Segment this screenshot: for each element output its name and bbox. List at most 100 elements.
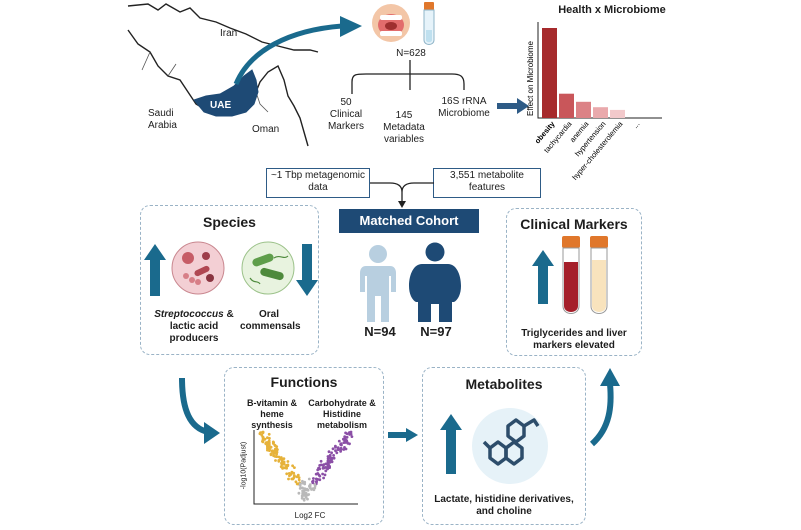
volcano-point (280, 463, 284, 466)
sampling-item-clinical: 50 Clinical Markers (327, 97, 365, 132)
volcano-point (300, 494, 304, 498)
metabolites-label: Lactate, histidine derivatives, and chol… (434, 494, 574, 517)
volcano-point (268, 448, 271, 452)
volcano-point (344, 431, 347, 435)
volcano-point (289, 473, 293, 476)
obese-count: N=97 (420, 324, 452, 339)
volcano-point (330, 458, 333, 462)
sampling-item-16s: 16S rRNA Microbiome (438, 96, 490, 119)
clinical-markers-title: Clinical Markers (520, 216, 628, 232)
down-arrow-icon (296, 244, 318, 296)
volcano-point (292, 471, 296, 475)
volcano-point (291, 464, 294, 468)
volcano-point (318, 474, 322, 478)
volcano-point (348, 433, 351, 436)
volcano-point (316, 472, 320, 476)
volcano-point (293, 466, 296, 469)
volcano-point (321, 464, 325, 468)
map-label-saudi-2: Arabia (148, 120, 177, 131)
volcano-point (348, 442, 351, 446)
metabolites-to-clinical-arrow (589, 368, 620, 447)
blood-tube-icon (562, 236, 580, 314)
up-arrow-icon-metabolites (440, 414, 462, 474)
volcano-point (263, 437, 267, 441)
map-to-sample-arrow (233, 16, 362, 86)
map-uae-region (193, 69, 259, 117)
volcano-point (307, 477, 311, 481)
volcano-point (324, 469, 328, 473)
volcano-point (306, 497, 309, 501)
volcano-point (321, 472, 324, 476)
map-coastline-iran (127, 3, 319, 53)
volcano-point (281, 457, 284, 461)
health-bar-2 (576, 101, 591, 118)
volcano-xlabel: Log2 FC (294, 511, 326, 520)
volcano-point (322, 466, 326, 470)
volcano-point (314, 477, 318, 481)
sampling-bracket (351, 60, 465, 94)
volcano-point (324, 462, 328, 466)
volcano-point (315, 480, 318, 483)
map-label-uae: UAE (210, 100, 231, 111)
volcano-point (342, 448, 346, 451)
species-to-functions-arrow (179, 377, 220, 444)
volcano-point (281, 460, 284, 464)
functions-right-label: Carbohydrate & Histidine metabolism (308, 398, 376, 430)
volcano-point (296, 482, 299, 486)
up-arrow-icon-clinical (532, 250, 554, 304)
volcano-point (340, 443, 343, 447)
up-arrow-icon (144, 244, 166, 296)
volcano-point (350, 435, 354, 438)
functions-left-label: B-vitamin & heme synthesis (246, 398, 297, 430)
volcano-plot (253, 430, 358, 505)
volcano-ylabel: -log10(Padjust) (240, 441, 248, 490)
health-chart-title: Health x Microbiome (558, 4, 666, 16)
matched-cohort-banner: Matched Cohort (339, 209, 479, 233)
volcano-point (269, 452, 273, 456)
volcano-point (302, 491, 306, 495)
metabolite-features-box: 3,551 metabolite features (433, 168, 541, 198)
health-bar-0 (542, 28, 557, 118)
volcano-point (264, 442, 268, 445)
volcano-point (332, 456, 336, 460)
volcano-point (312, 488, 316, 492)
volcano-point (326, 459, 330, 463)
volcano-point (273, 443, 277, 447)
volcano-point (335, 451, 339, 455)
volcano-point (330, 451, 333, 455)
metabolites-title: Metabolites (465, 376, 543, 392)
volcano-point (336, 446, 340, 450)
molecule-icon (472, 408, 548, 484)
health-bar-3 (593, 107, 608, 118)
uae-map: Iran Saudi Arabia UAE Oman (127, 3, 319, 147)
volcano-point (279, 465, 283, 469)
lean-person-icon (360, 245, 396, 322)
sample-count: N=628 (396, 48, 426, 59)
volcano-point (304, 493, 308, 497)
swab-tube-icon (423, 2, 435, 45)
obese-person-icon (409, 242, 461, 322)
lean-count: N=94 (364, 324, 396, 339)
volcano-point (318, 467, 322, 471)
mouth-icon (372, 4, 410, 42)
volcano-point (261, 430, 265, 434)
map-border-lines (141, 51, 269, 113)
species-up-italic: Streptococcus (154, 309, 224, 320)
volcano-point (282, 466, 286, 470)
functions-to-metabolites-arrow (388, 428, 418, 442)
health-tick-5: ... (631, 120, 642, 131)
health-chart-ylabel: Effect on Microbiome (526, 40, 535, 116)
volcano-point (311, 480, 314, 483)
volcano-point (319, 459, 323, 463)
volcano-point (326, 466, 329, 470)
volcano-point (275, 455, 279, 458)
volcano-point (292, 475, 296, 479)
volcano-point (295, 475, 299, 479)
volcano-point (344, 436, 347, 439)
volcano-point (326, 464, 330, 468)
volcano-point (286, 460, 290, 463)
clinical-markers-label: Triglycerides and liver markers elevated (521, 328, 627, 351)
health-chart: Effect on Microbiomeobesitytachycardiaan… (526, 22, 662, 182)
volcano-point (297, 476, 301, 479)
serum-tube-icon (590, 236, 608, 314)
